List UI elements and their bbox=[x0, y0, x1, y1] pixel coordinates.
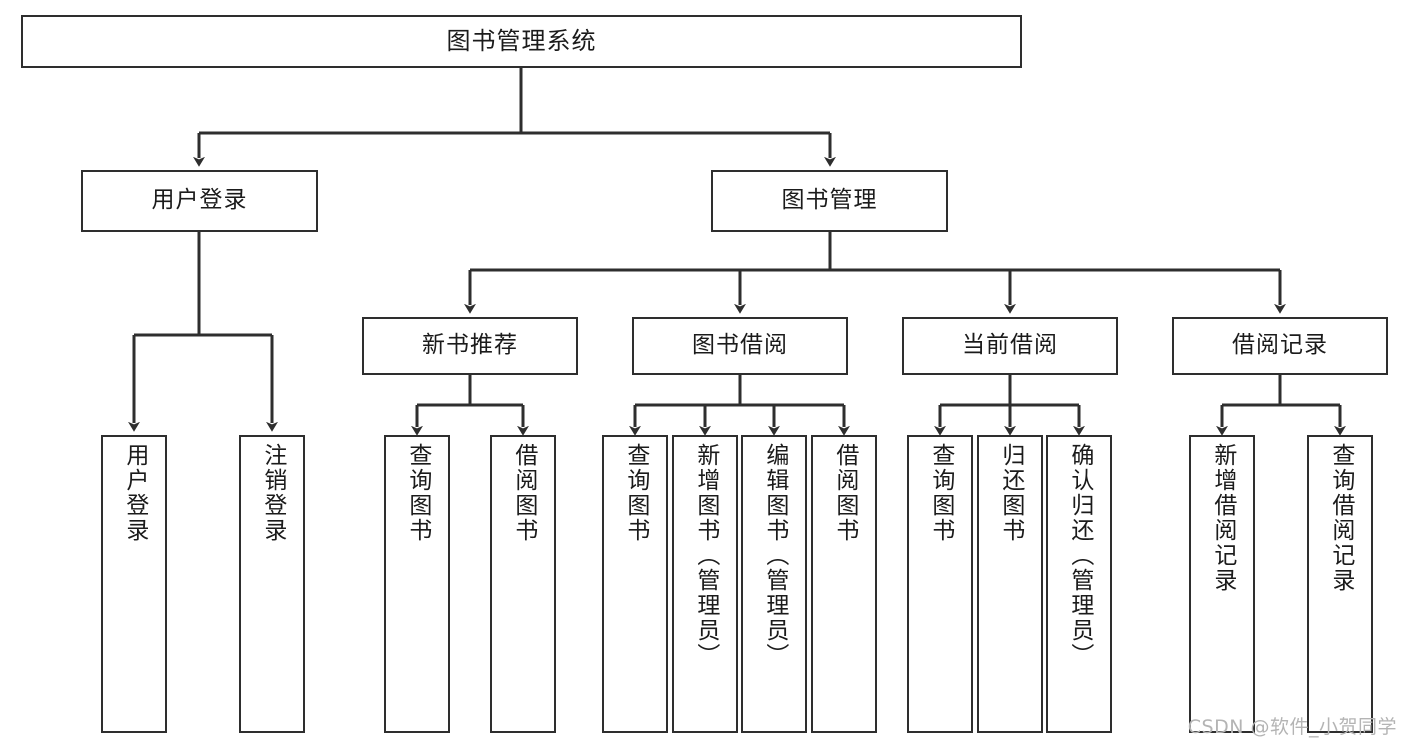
leaf-borrow-book-1[interactable]: 借阅图书 bbox=[490, 435, 556, 733]
leaf-query-record-label: 查询借阅记录 bbox=[1327, 443, 1354, 593]
leaf-edit-book-label: 编辑图书（管理员） bbox=[761, 443, 788, 668]
leaf-borrow-book-1-label: 借阅图书 bbox=[510, 443, 537, 543]
node-root[interactable]: 图书管理系统 bbox=[21, 15, 1022, 68]
leaf-query-book-3[interactable]: 查询图书 bbox=[907, 435, 973, 733]
node-new-book-recommend-label: 新书推荐 bbox=[422, 332, 518, 359]
leaf-query-book-2[interactable]: 查询图书 bbox=[602, 435, 668, 733]
leaf-add-record[interactable]: 新增借阅记录 bbox=[1189, 435, 1255, 733]
leaf-user-login[interactable]: 用户登录 bbox=[101, 435, 167, 733]
leaf-query-book-1[interactable]: 查询图书 bbox=[384, 435, 450, 733]
node-new-book-recommend[interactable]: 新书推荐 bbox=[362, 317, 578, 375]
leaf-return-book-label: 归还图书 bbox=[997, 443, 1024, 543]
leaf-user-login-label: 用户登录 bbox=[121, 443, 148, 543]
leaf-user-logout[interactable]: 注销登录 bbox=[239, 435, 305, 733]
leaf-confirm-return[interactable]: 确认归还（管理员） bbox=[1046, 435, 1112, 733]
leaf-user-logout-label: 注销登录 bbox=[259, 443, 286, 543]
node-book-manage[interactable]: 图书管理 bbox=[711, 170, 948, 232]
leaf-borrow-book-2[interactable]: 借阅图书 bbox=[811, 435, 877, 733]
leaf-edit-book[interactable]: 编辑图书（管理员） bbox=[741, 435, 807, 733]
leaf-query-record[interactable]: 查询借阅记录 bbox=[1307, 435, 1373, 733]
leaf-add-record-label: 新增借阅记录 bbox=[1209, 443, 1236, 593]
watermark: CSDN @软件_小贺同学 bbox=[1187, 716, 1397, 738]
leaf-query-book-2-label: 查询图书 bbox=[622, 443, 649, 543]
leaf-query-book-1-label: 查询图书 bbox=[404, 443, 431, 543]
node-current-borrow[interactable]: 当前借阅 bbox=[902, 317, 1118, 375]
leaf-return-book[interactable]: 归还图书 bbox=[977, 435, 1043, 733]
node-user-login[interactable]: 用户登录 bbox=[81, 170, 318, 232]
node-current-borrow-label: 当前借阅 bbox=[962, 332, 1058, 359]
leaf-query-book-3-label: 查询图书 bbox=[927, 443, 954, 543]
leaf-add-book-label: 新增图书（管理员） bbox=[692, 443, 719, 668]
node-borrow-record-label: 借阅记录 bbox=[1232, 332, 1328, 359]
leaf-confirm-return-label: 确认归还（管理员） bbox=[1066, 443, 1093, 668]
node-book-borrow[interactable]: 图书借阅 bbox=[632, 317, 848, 375]
node-borrow-record[interactable]: 借阅记录 bbox=[1172, 317, 1388, 375]
node-user-login-label: 用户登录 bbox=[151, 187, 248, 214]
node-book-manage-label: 图书管理 bbox=[781, 187, 878, 214]
node-root-label: 图书管理系统 bbox=[446, 27, 597, 56]
leaf-add-book[interactable]: 新增图书（管理员） bbox=[672, 435, 738, 733]
node-book-borrow-label: 图书借阅 bbox=[692, 332, 788, 359]
leaf-borrow-book-2-label: 借阅图书 bbox=[831, 443, 858, 543]
